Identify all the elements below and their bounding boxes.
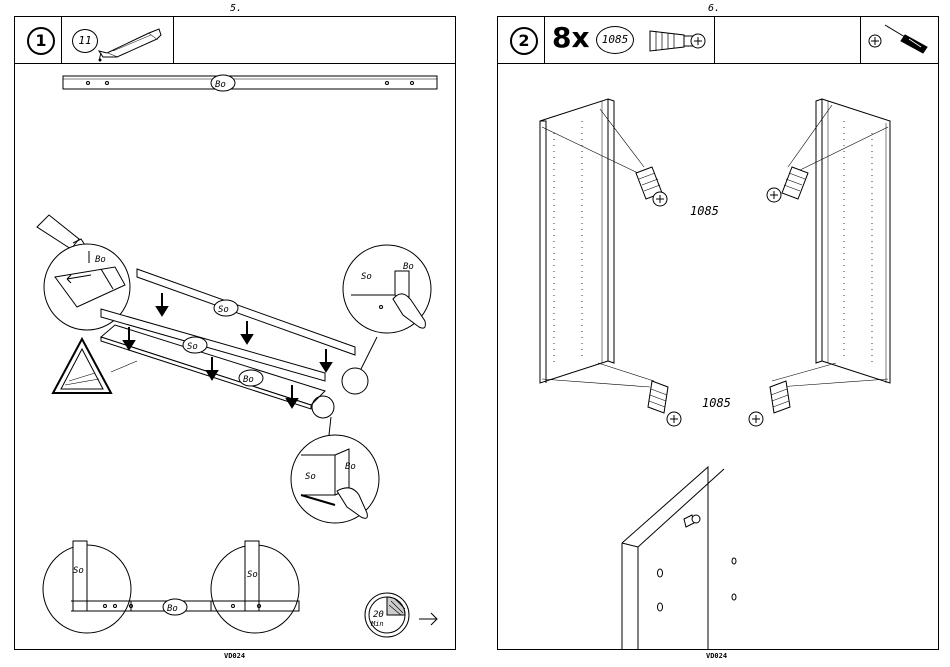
timer-unit: Min bbox=[370, 620, 384, 628]
cam-lock-top-left bbox=[636, 167, 667, 206]
bottom2-so-label: So bbox=[247, 570, 258, 580]
step2-assembly-illustration: 1085 1085 bbox=[498, 17, 938, 649]
right-instruction-panel: 2 8x 1085 bbox=[497, 16, 939, 650]
bottom1-so-label: So bbox=[73, 566, 84, 576]
board-so-top-label: So bbox=[218, 305, 229, 315]
board-bo-label: Bo bbox=[243, 375, 254, 385]
detail-bo-label: Bo bbox=[95, 255, 106, 265]
left-footer-code: VD024 bbox=[224, 652, 245, 660]
cam-lock-bottom-left bbox=[648, 381, 681, 426]
callout2-bo-label: Bo bbox=[345, 462, 356, 472]
callout1-so-label: So bbox=[361, 272, 372, 282]
step1-assembly-illustration: Bo Bo So So Bo bbox=[15, 17, 455, 649]
board-so-front-label: So bbox=[187, 342, 198, 352]
callout-bottom-label: 1085 bbox=[702, 396, 731, 410]
callout1-bo-label: Bo bbox=[403, 262, 414, 272]
timer-value: 20 bbox=[373, 610, 384, 620]
cam-lock-top-right bbox=[767, 167, 808, 202]
cam-lock-bottom-right bbox=[749, 381, 790, 426]
bottom-bo-label: Bo bbox=[167, 604, 178, 614]
left-instruction-panel: 1 11 Bo bbox=[14, 16, 456, 650]
right-page-number: 6. bbox=[708, 3, 720, 14]
rail-label: Bo bbox=[215, 80, 226, 90]
callout2-so-label: So bbox=[305, 472, 316, 482]
next-arrow-icon bbox=[419, 613, 437, 625]
left-page-number: 5. bbox=[230, 3, 242, 14]
right-footer-code: VD024 bbox=[706, 652, 727, 660]
callout-top-label: 1085 bbox=[690, 204, 719, 218]
